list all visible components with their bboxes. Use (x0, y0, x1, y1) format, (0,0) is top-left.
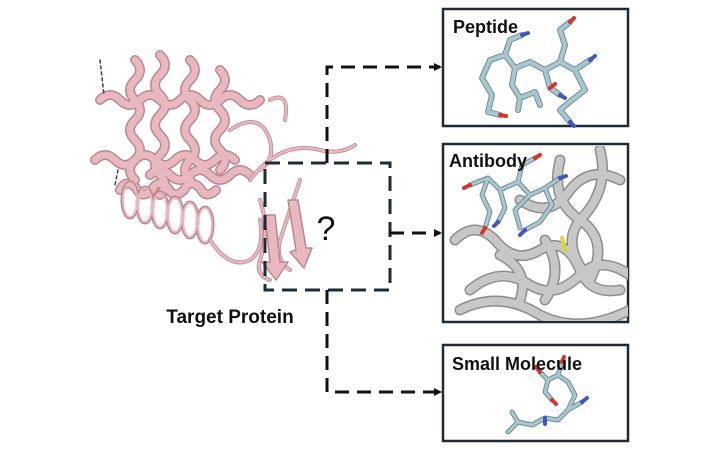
small-molecule-panel: Small Molecule (441, 343, 630, 443)
small-molecule-label: Small Molecule (452, 354, 582, 374)
antibody-label: Antibody (449, 151, 527, 171)
target-protein-label: Target Protein (166, 307, 293, 328)
arrow-to-small-molecule (325, 290, 442, 396)
unknown-site-label: ? (317, 210, 336, 248)
arrow-to-peptide (325, 63, 442, 163)
connector-arrows (325, 63, 442, 396)
small-molecule-structure (505, 355, 589, 435)
antibody-structure (449, 146, 628, 321)
peptide-panel: Peptide (441, 7, 630, 128)
peptide-label: Peptide (453, 17, 518, 37)
binding-site-box (263, 161, 392, 292)
antibody-panel: Antibody (441, 142, 630, 324)
peptide-structure (479, 16, 597, 128)
